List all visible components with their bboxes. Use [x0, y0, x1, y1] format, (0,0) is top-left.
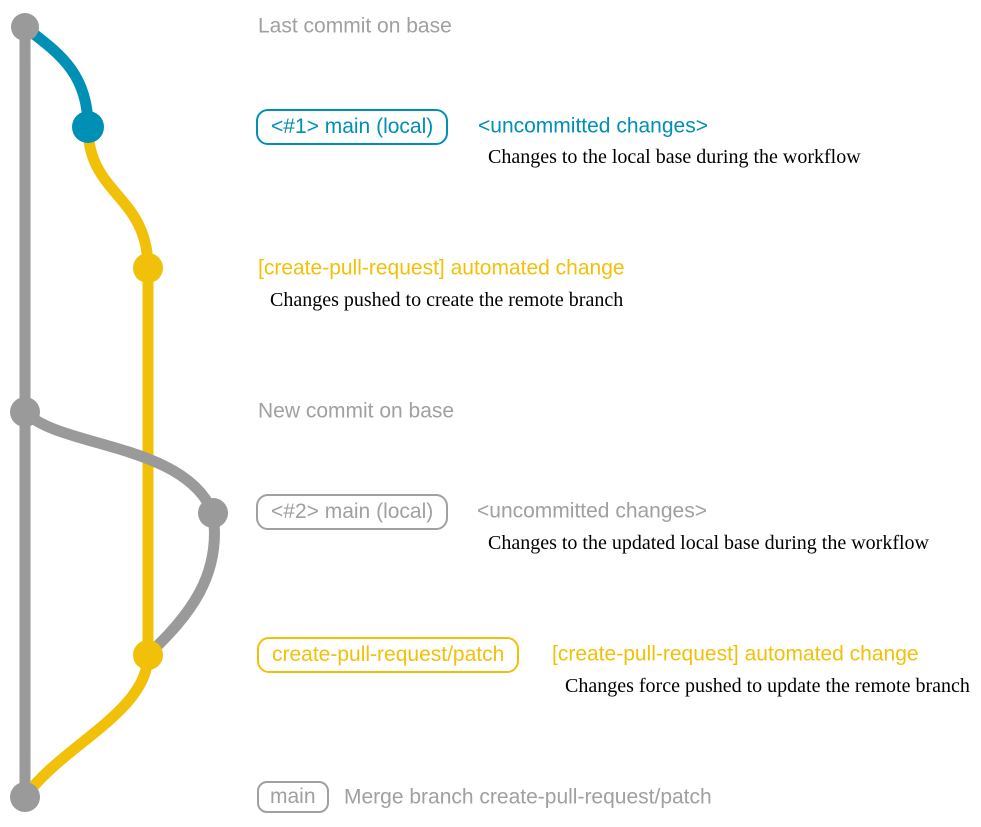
commit-message-new-base: New commit on base — [258, 399, 455, 423]
caption-automated-change-1: Changes pushed to create the remote bran… — [270, 289, 624, 311]
commit-dot-main-local-2 — [198, 498, 228, 528]
commit-message-automated-change-1: [create-pull-request] automated change — [258, 256, 625, 280]
branch-label-main-local-2: <#2> main (local) — [256, 494, 449, 530]
branch-label-main-local-1: <#1> main (local) — [256, 109, 449, 145]
branch-label-create-pull-request-patch: create-pull-request/patch — [257, 637, 520, 673]
commit-dot-last-base — [11, 13, 39, 41]
commit-dot-new-base — [10, 397, 40, 427]
commit-message-main-local-1: <uncommitted changes> — [478, 114, 708, 138]
updated-local-branch-out-curve — [21, 407, 219, 516]
patch-branch-line — [82, 126, 154, 655]
commit-dot-automated-change-2 — [133, 640, 163, 670]
commit-dot-automated-change-1 — [133, 253, 163, 283]
commit-message-last-base: Last commit on base — [258, 14, 452, 38]
commit-message-merge: Merge branch create-pull-request/patch — [344, 785, 712, 809]
commit-dot-merge — [10, 782, 40, 812]
rebase-merge-curve — [144, 512, 220, 659]
local-branch-out-curve — [21, 22, 94, 128]
branch-label-main: main — [257, 781, 329, 813]
caption-main-local-1: Changes to the local base during the wor… — [488, 146, 861, 168]
patch-merge-curve — [20, 654, 154, 801]
caption-automated-change-2: Changes force pushed to update the remot… — [565, 675, 970, 697]
commit-dot-main-local-1 — [72, 111, 104, 143]
commit-message-main-local-2: <uncommitted changes> — [477, 499, 707, 523]
commit-message-automated-change-2: [create-pull-request] automated change — [552, 642, 919, 666]
caption-main-local-2: Changes to the updated local base during… — [488, 532, 929, 554]
